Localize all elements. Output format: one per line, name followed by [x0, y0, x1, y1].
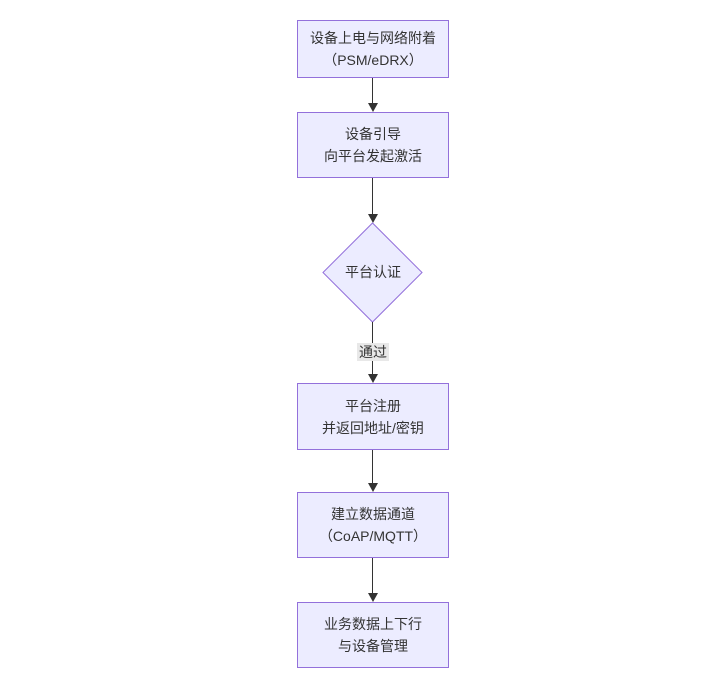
node-text-line: 业务数据上下行 — [324, 616, 422, 632]
arrowhead-icon — [368, 593, 378, 602]
flow-node-power-attach: 设备上电与网络附着 （PSM/eDRX） — [297, 20, 449, 78]
node-text-line: 并返回地址/密钥 — [322, 419, 424, 436]
arrowhead-icon — [368, 483, 378, 492]
node-text-line: （CoAP/MQTT） — [318, 528, 428, 544]
arrowhead-icon — [368, 374, 378, 383]
node-text-line: 向平台发起激活 — [324, 148, 422, 164]
node-text-line: 建立数据通道 — [331, 506, 415, 522]
node-text-line: 设备上电与网络附着 — [310, 30, 436, 46]
node-text-line: 平台注册 — [345, 397, 401, 414]
arrowhead-icon — [368, 214, 378, 223]
flow-node-business-data: 业务数据上下行 与设备管理 — [297, 602, 449, 668]
flow-node-data-channel: 建立数据通道 （CoAP/MQTT） — [297, 492, 449, 558]
decision-label: 平台认证 — [345, 264, 401, 280]
edge-line — [372, 450, 373, 484]
node-text-line: 与设备管理 — [338, 638, 408, 654]
edge-line — [372, 78, 373, 104]
arrowhead-icon — [368, 103, 378, 112]
flow-node-bootstrap: 设备引导 向平台发起激活 — [297, 112, 449, 178]
node-text-line: （PSM/eDRX） — [323, 52, 423, 68]
edge-label-pass: 通过 — [357, 343, 389, 361]
edge-line — [372, 558, 373, 594]
node-text-line: 设备引导 — [345, 126, 401, 142]
flow-node-register: 平台注册 并返回地址/密钥 — [297, 383, 449, 450]
edge-line — [372, 178, 373, 215]
